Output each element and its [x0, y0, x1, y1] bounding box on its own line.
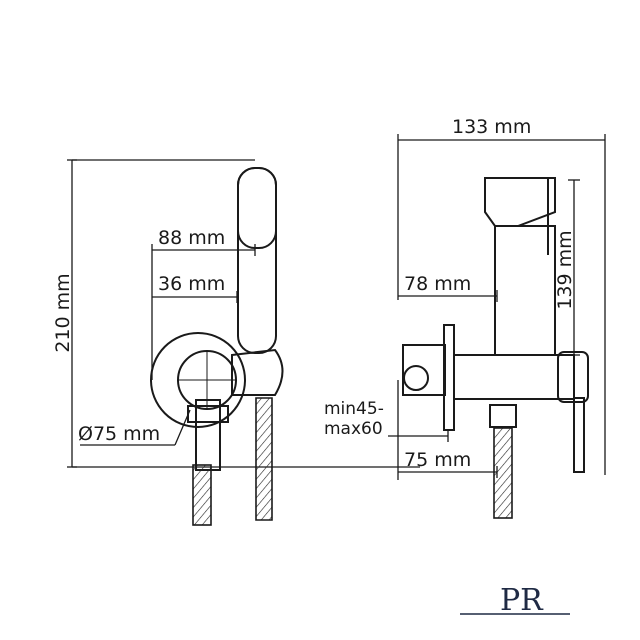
hose-right [255, 397, 273, 521]
wall-depth-dimension [388, 380, 449, 480]
body-offset-dimension [398, 290, 498, 302]
valve-stem [195, 399, 221, 471]
total-width-label: 133 mm [452, 116, 531, 138]
height-label-side: 139 mm [554, 230, 576, 309]
svg-text:PR: PR [500, 583, 544, 618]
elbow-connector [403, 365, 429, 391]
side-body [453, 354, 575, 400]
inlet-offset-label: 36 mm [158, 273, 225, 295]
front-view [67, 159, 420, 526]
plate-diameter-label: Ø75 mm [78, 423, 160, 445]
wall-depth-label-2: max60 [324, 419, 383, 439]
total-width-dimension [397, 134, 606, 475]
base-offset-label: 75 mm [404, 449, 471, 471]
side-lever [573, 397, 585, 473]
height-dimension-front [67, 159, 420, 468]
height-label-front: 210 mm [52, 273, 74, 352]
hose-left [192, 464, 212, 526]
wall-depth-label-1: min45- [324, 399, 384, 419]
shower-head [237, 167, 277, 354]
side-shower-column [494, 225, 556, 356]
shower-holder [231, 348, 284, 396]
handle-offset-label: 88 mm [158, 227, 225, 249]
body-offset-label: 78 mm [404, 273, 471, 295]
side-hose [493, 427, 513, 519]
brand-logo: PR [460, 583, 570, 618]
side-view [388, 134, 606, 519]
wall-plate [150, 332, 246, 428]
